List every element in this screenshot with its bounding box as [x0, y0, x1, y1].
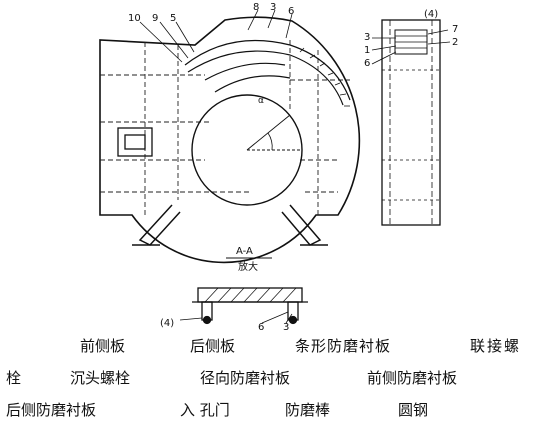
caption-item-front-liner: 前侧防磨衬板	[367, 369, 458, 387]
side-label-3: 3	[364, 32, 370, 43]
leader-lines-side	[371, 29, 451, 65]
caption-item-rear-liner: 后侧防磨衬板	[6, 401, 97, 419]
section-title: A-A	[236, 246, 253, 257]
side-label-4: (4)	[424, 9, 438, 20]
section-detail	[192, 287, 308, 325]
wear-bars-arc	[299, 47, 350, 107]
label-8: 8	[253, 2, 259, 13]
spiral-liner	[184, 39, 351, 106]
side-label-6: 6	[364, 58, 370, 69]
label-10: 10	[128, 13, 141, 24]
detail-label-3: 3	[283, 322, 289, 330]
panel-grid-lines	[100, 40, 350, 215]
caption-item-manhole: 入 孔门	[180, 401, 230, 419]
caption-item-bolt-part1: 联接螺	[470, 337, 522, 355]
caption-line-1: 前侧板 后侧板 条形防磨衬板 联接螺	[0, 336, 539, 356]
manhole-door	[117, 127, 153, 157]
caption-item-countersunk-bolt: 沉头螺栓	[70, 369, 131, 387]
leader-lines-main	[139, 9, 293, 63]
support-legs	[132, 204, 328, 246]
caption-item-wear-bar: 防磨棒	[285, 401, 331, 419]
caption-line-2: 栓 沉头螺栓 径向防磨衬板 前侧防磨衬板	[0, 368, 539, 388]
caption-item-radial-liner: 径向防磨衬板	[200, 369, 291, 387]
angle-alpha: α	[258, 96, 264, 106]
label-9: 9	[152, 13, 158, 24]
section-subtitle: 放大	[238, 260, 258, 273]
label-3: 3	[270, 2, 276, 13]
fan-housing-drawing: α 10 9 5 8 3 6	[99, 2, 458, 330]
side-label-1: 1	[364, 45, 370, 56]
detail-label-4: (4)	[160, 318, 174, 329]
caption-item-front-plate: 前侧板	[80, 337, 126, 355]
caption-item-bolt-part2: 栓	[6, 369, 22, 387]
inlet-ring	[191, 94, 303, 206]
detail-label-6: 6	[258, 322, 264, 330]
caption-item-rear-plate: 后侧板	[190, 337, 236, 355]
side-view	[381, 19, 441, 226]
label-6: 6	[288, 6, 294, 17]
caption-item-strip-liner: 条形防磨衬板	[295, 337, 392, 355]
caption-item-round-steel: 圆钢	[398, 401, 429, 419]
side-label-7: 7	[452, 24, 458, 35]
volute-housing	[99, 16, 361, 264]
side-label-2: 2	[452, 37, 458, 48]
label-5: 5	[170, 13, 176, 24]
caption-line-3: 后侧防磨衬板 入 孔门 防磨棒 圆钢	[0, 400, 539, 420]
leader-lines-section	[179, 311, 293, 324]
